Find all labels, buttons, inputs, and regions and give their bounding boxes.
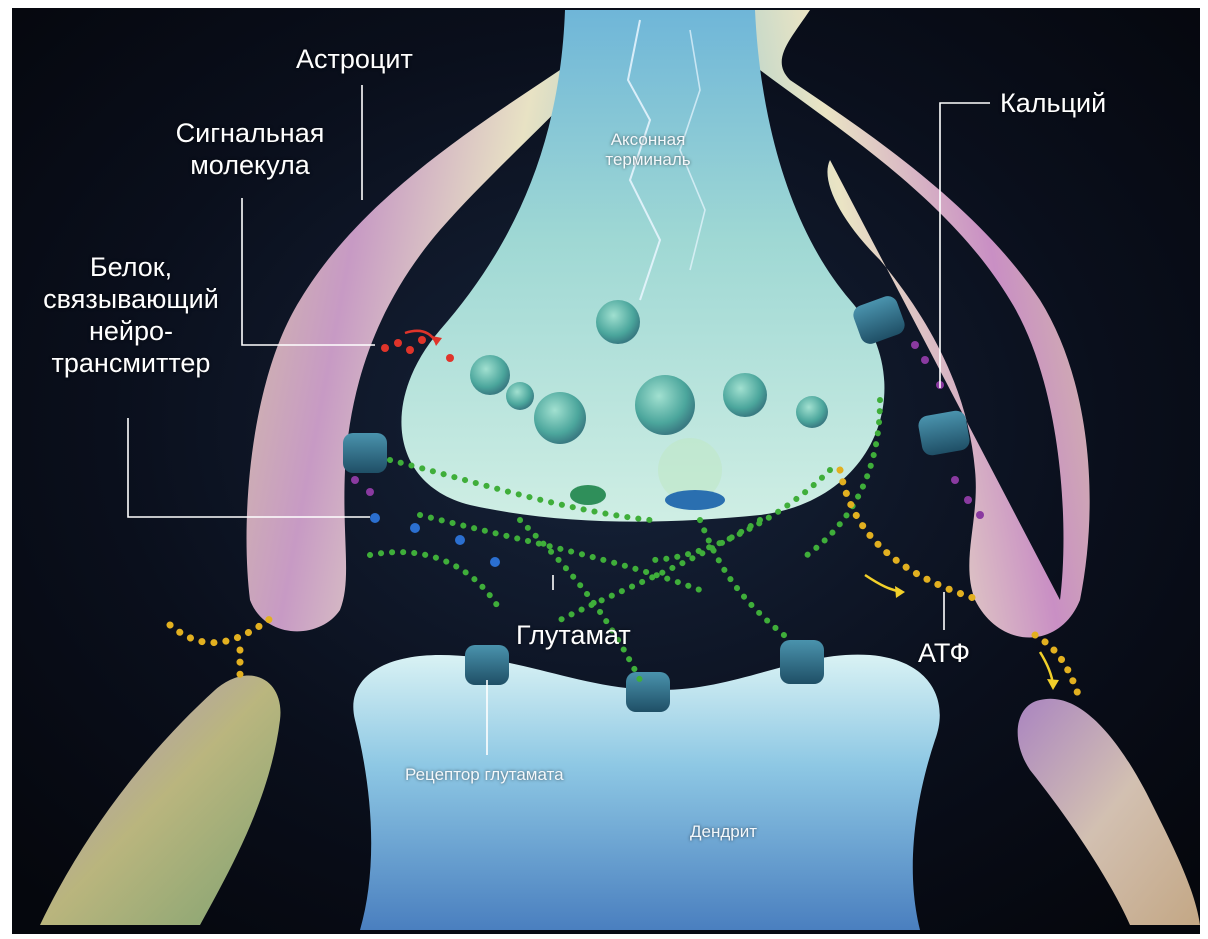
axon-terminal-label: Аксонная терминаль xyxy=(578,130,718,170)
nt-binding-protein-line-4: трансмиттер xyxy=(18,348,244,380)
astrocyte-label: Астроцит xyxy=(296,44,413,76)
calcium-label: Кальций xyxy=(1000,88,1106,120)
axon-terminal-line-2: терминаль xyxy=(578,150,718,170)
dendrite-label: Дендрит xyxy=(690,822,757,842)
signal-molecule-line-1: Сигнальная xyxy=(150,118,350,150)
glutamate-label: Глутамат xyxy=(516,620,631,652)
atp-label: АТФ xyxy=(918,638,970,670)
nt-binding-protein-line-1: Белок, xyxy=(18,252,244,284)
nt-binding-protein-line-2: связывающий xyxy=(18,284,244,316)
glutamate-receptor-label: Рецептор глутамата xyxy=(405,765,564,785)
nt-binding-protein-label: Белок, связывающий нейро- трансмиттер xyxy=(18,252,244,379)
signal-molecule-line-2: молекула xyxy=(150,150,350,182)
signal-molecule-label: Сигнальная молекула xyxy=(150,118,350,182)
nt-binding-protein-line-3: нейро- xyxy=(18,316,244,348)
axon-terminal-line-1: Аксонная xyxy=(578,130,718,150)
